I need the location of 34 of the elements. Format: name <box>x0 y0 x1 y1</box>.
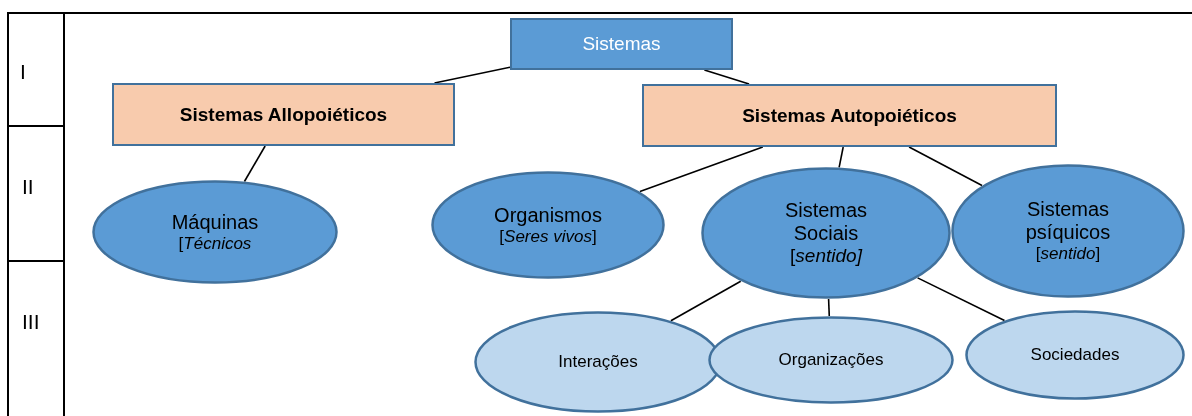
node-subtitle: [sentido] <box>790 245 862 267</box>
connector-line <box>433 66 511 84</box>
connector-line <box>827 298 831 317</box>
node-title: Interações <box>558 352 638 372</box>
node-subtitle: [Técnicos <box>178 233 252 254</box>
node-title: Organismos <box>494 203 602 227</box>
ellipse-node <box>431 171 665 279</box>
node-title: Sistemas Allopoiéticos <box>179 103 388 126</box>
row-label: III <box>22 310 40 334</box>
node-title: Sistemas <box>582 33 661 55</box>
connector-line <box>639 146 764 193</box>
connector-line <box>916 277 1006 322</box>
node-title: Sistemas psíquicos <box>1024 198 1112 245</box>
node-subtitle: [sentido] <box>1035 244 1101 264</box>
row-label: II <box>22 175 34 199</box>
node-title: Sistemas Sociais <box>783 199 869 246</box>
connector-line <box>908 146 983 187</box>
connector-line <box>243 145 266 183</box>
node-subtitle: [Seres vivos] <box>499 226 597 247</box>
ellipse-node <box>92 180 338 284</box>
node-title: Máquinas <box>171 210 259 234</box>
node-title: Sistemas Autopoiéticos <box>742 104 957 127</box>
ellipse-node <box>701 167 951 299</box>
ellipse-node <box>951 164 1185 298</box>
ellipse-node <box>965 310 1185 400</box>
ellipse-node <box>708 316 954 404</box>
node-title: Sociedades <box>1030 345 1120 365</box>
process-box <box>642 84 1057 147</box>
node-title: Organizações <box>778 350 884 370</box>
process-box <box>112 83 455 146</box>
connector-line <box>670 280 742 322</box>
row-label: I <box>20 60 26 84</box>
process-box <box>510 18 733 70</box>
connector-line <box>838 146 844 169</box>
